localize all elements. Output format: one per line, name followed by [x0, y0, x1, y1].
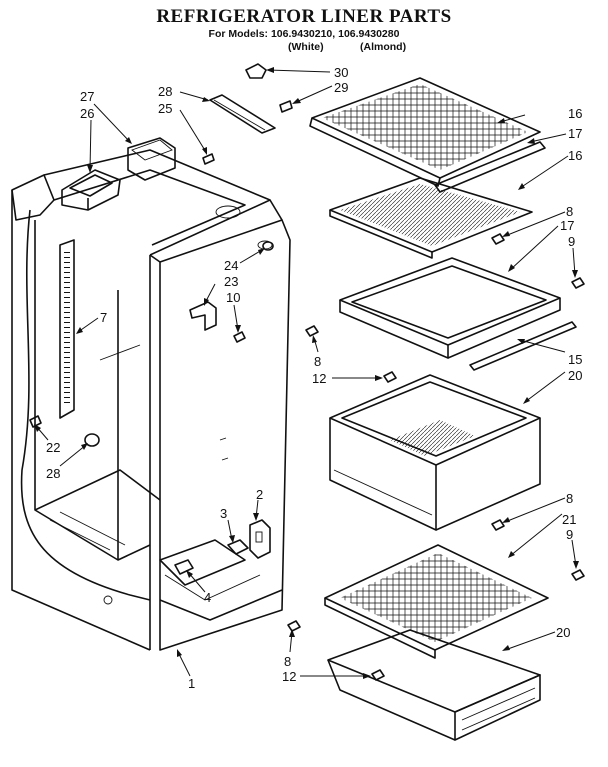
- bracket-3: [227, 539, 249, 555]
- clip-8-lower: [491, 519, 505, 531]
- callout-16: 16: [568, 148, 582, 163]
- diagram-subtitle: For Models: 106.9430210, 106.9430280: [208, 28, 400, 40]
- diagram-title: REFRIGERATOR LINER PARTS: [156, 6, 452, 27]
- rod-14: [469, 321, 577, 371]
- bracket-2: [249, 519, 271, 559]
- callout-15: 17: [560, 218, 574, 233]
- shelf-ladder-rail: [59, 239, 75, 419]
- wire-shelf-13: [309, 77, 541, 187]
- wire-shelf-18: [324, 544, 549, 659]
- callout-3: 3: [220, 506, 227, 521]
- screw-10: [233, 331, 246, 343]
- callout-labels: 30 29 28 25 27 26 16 17 16 8 17 9 24 23 …: [46, 65, 582, 691]
- clip-12-upper: [383, 371, 397, 383]
- screw-23: [202, 153, 215, 165]
- callout-25: 27: [80, 89, 94, 104]
- lower-drawer-20: [327, 629, 541, 741]
- callout-14: 15: [568, 352, 582, 367]
- callout-7: 7: [100, 310, 107, 325]
- callout-12-b: 12: [282, 669, 296, 684]
- callout-29: 24: [224, 258, 238, 273]
- top-bracket: [127, 137, 176, 181]
- callout-21: 22: [46, 440, 60, 455]
- callout-1: 1: [188, 676, 195, 691]
- clip-12-lower: [371, 669, 385, 681]
- callout-27: 29: [334, 80, 348, 95]
- callout-12-a: 12: [312, 371, 326, 386]
- model-color-almond: (Almond): [360, 41, 407, 53]
- callout-23: 25: [158, 101, 172, 116]
- callout-8-c: 8: [566, 491, 573, 506]
- callout-19: 20: [568, 368, 582, 383]
- clip-9-upper: [571, 277, 585, 289]
- screw-21: [29, 415, 42, 428]
- clip-8-lower-left: [287, 620, 301, 632]
- glass-shelf-16: [329, 177, 533, 259]
- callout-28: 28: [46, 466, 60, 481]
- callout-4: 4: [204, 590, 211, 605]
- clip-8-upper: [491, 233, 505, 245]
- callout-8-a: 8: [566, 204, 573, 219]
- callout-9-a: 9: [568, 234, 575, 249]
- callout-17: 17: [568, 126, 582, 141]
- control-housing: [61, 169, 121, 211]
- callout-8-d: 8: [284, 654, 291, 669]
- callout-18: 21: [562, 512, 576, 527]
- plug-28: [84, 433, 100, 447]
- clip-8-left: [305, 325, 319, 337]
- callout-24: 26: [80, 106, 94, 121]
- callout-2: 2: [256, 487, 263, 502]
- callout-13: 16: [568, 106, 582, 121]
- callout-9-b: 9: [566, 527, 573, 542]
- model-color-white: (White): [288, 41, 324, 53]
- clip-9-lower: [571, 569, 585, 581]
- liner-assembly: [11, 149, 291, 651]
- bracket-22: [189, 301, 217, 331]
- crisper-drawer-19: [329, 374, 541, 531]
- leader-lines: [34, 67, 579, 679]
- clip-30: [245, 63, 267, 79]
- top-rail: [209, 94, 276, 134]
- lamp-socket-4: [174, 559, 194, 575]
- callout-8-b: 8: [314, 354, 321, 369]
- screw-27: [279, 100, 293, 113]
- callout-30: 30: [334, 65, 348, 80]
- callout-26: 28: [158, 84, 172, 99]
- crisper-cover-frame-15: [339, 257, 561, 359]
- plug-29: [262, 241, 274, 251]
- callout-20: 20: [556, 625, 570, 640]
- callout-10: 10: [226, 290, 240, 305]
- callout-22: 23: [224, 274, 238, 289]
